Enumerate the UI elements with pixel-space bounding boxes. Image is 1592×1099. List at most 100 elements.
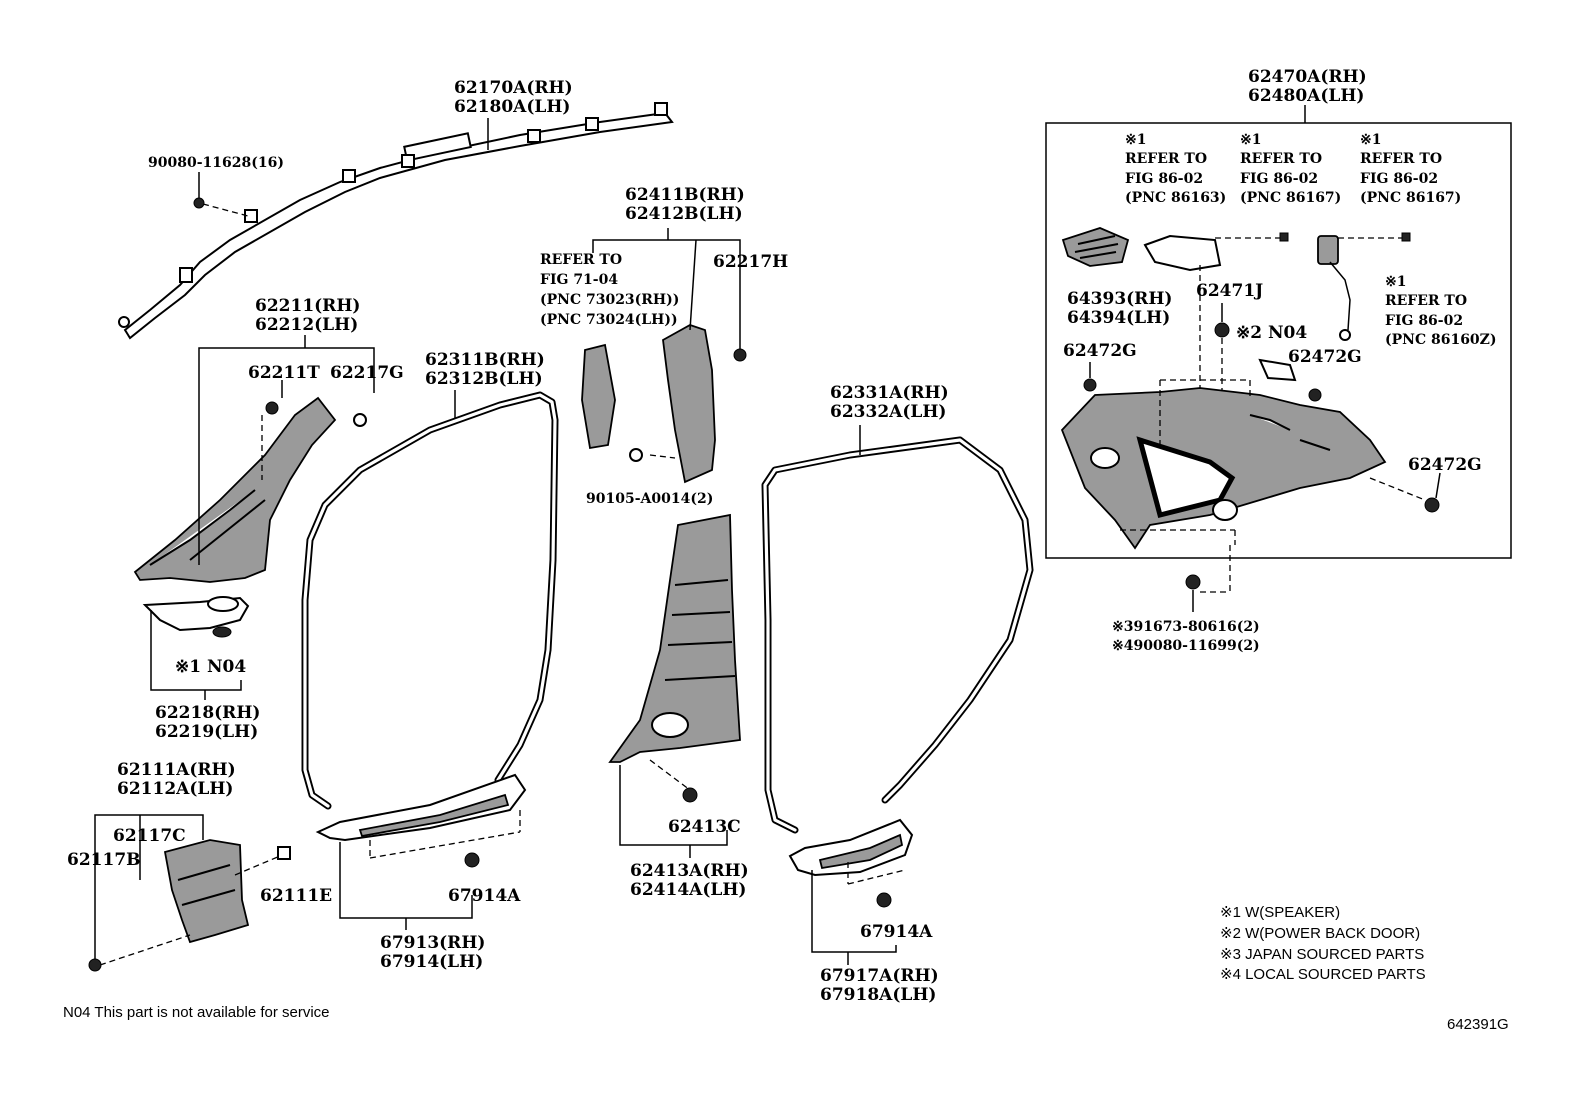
part-67913-scuff-plate bbox=[315, 773, 527, 842]
legend-item-1: ※1 W(SPEAKER) bbox=[1220, 904, 1340, 921]
label-62180a: 62180A(LH) bbox=[454, 97, 570, 117]
ref-86163-l1: ※1 bbox=[1125, 132, 1146, 148]
label-62471j: 62471J bbox=[1196, 281, 1263, 301]
part-62311b-door-weatherstrip bbox=[301, 391, 559, 810]
label-62331a: 62331A(RH) bbox=[830, 383, 949, 403]
part-67917a-rear-scuff-plate bbox=[788, 818, 914, 877]
label-62411b: 62411B(RH) bbox=[625, 185, 745, 205]
label-64394: 64394(LH) bbox=[1067, 308, 1170, 328]
ref-71-04-l1: REFER TO bbox=[540, 252, 622, 268]
label-62471j-note: ※2 N04 bbox=[1236, 323, 1307, 343]
connector-icon bbox=[1279, 232, 1289, 242]
ref-86167b-l3: FIG 86-02 bbox=[1360, 171, 1438, 187]
ref-86160z-l1: ※1 bbox=[1385, 274, 1406, 290]
label-67913: 67913(RH) bbox=[380, 933, 485, 953]
legend-item-2: ※2 W(POWER BACK DOOR) bbox=[1220, 925, 1420, 942]
label-62217g: 62217G bbox=[330, 363, 404, 383]
label-62332a: 62332A(LH) bbox=[830, 402, 946, 422]
clip-62217h-icon bbox=[733, 348, 747, 362]
part-speaker-housing bbox=[1143, 234, 1222, 272]
label-90080-11699: ※490080-11699(2) bbox=[1112, 638, 1260, 654]
footnote: N04 This part is not available for servi… bbox=[63, 1004, 330, 1021]
ref-86163-l3: FIG 86-02 bbox=[1125, 171, 1203, 187]
bolt-90105-icon bbox=[629, 448, 643, 462]
clip-62472g-3-icon bbox=[1424, 497, 1440, 513]
label-67914a-2: 67914A bbox=[860, 922, 933, 942]
label-67914a-1: 67914A bbox=[448, 886, 521, 906]
part-62218-speaker-cover bbox=[142, 596, 250, 638]
label-62480a: 62480A(LH) bbox=[1248, 86, 1364, 106]
ref-86167a-l2: REFER TO bbox=[1240, 151, 1322, 167]
clip-62471j-icon bbox=[1214, 322, 1230, 338]
bolt-91673-icon bbox=[1185, 574, 1201, 590]
label-62112a: 62112A(LH) bbox=[117, 779, 233, 799]
ref-86167a-l1: ※1 bbox=[1240, 132, 1261, 148]
label-90080-11628: 90080-11628(16) bbox=[148, 155, 284, 171]
label-62412b: 62412B(LH) bbox=[625, 204, 743, 224]
label-62111a: 62111A(RH) bbox=[117, 760, 236, 780]
label-67914: 67914(LH) bbox=[380, 952, 483, 972]
legend-item-4: ※4 LOCAL SOURCED PARTS bbox=[1220, 966, 1426, 983]
label-62472g-2: 62472G bbox=[1288, 347, 1362, 367]
label-64393: 64393(RH) bbox=[1067, 289, 1172, 309]
ref-71-04-l2: FIG 71-04 bbox=[540, 272, 618, 288]
part-62170a-curtain-airbag bbox=[118, 102, 674, 340]
label-62311b: 62311B(RH) bbox=[425, 350, 545, 370]
label-62211t: 62211T bbox=[248, 363, 320, 383]
clip-icon bbox=[193, 197, 205, 209]
figure-id: 642391G bbox=[1447, 1016, 1509, 1033]
part-62211-front-pillar-garnish bbox=[133, 396, 337, 583]
label-62470a: 62470A(RH) bbox=[1248, 67, 1367, 87]
label-62218: 62218(RH) bbox=[155, 703, 260, 723]
label-62312b: 62312B(LH) bbox=[425, 369, 543, 389]
ref-86167a-l4: (PNC 86167) bbox=[1240, 190, 1341, 206]
label-62212: 62212(LH) bbox=[255, 315, 358, 335]
ref-86163-l2: REFER TO bbox=[1125, 151, 1207, 167]
label-62219: 62219(LH) bbox=[155, 722, 258, 742]
legend-item-3: ※3 JAPAN SOURCED PARTS bbox=[1220, 946, 1424, 963]
label-67918a: 67918A(LH) bbox=[820, 985, 936, 1005]
ref-86167b-l2: REFER TO bbox=[1360, 151, 1442, 167]
label-62170a: 62170A(RH) bbox=[454, 78, 573, 98]
ref-86163-l4: (PNC 86163) bbox=[1125, 190, 1226, 206]
ref-86160z-l2: REFER TO bbox=[1385, 293, 1467, 309]
clip-62117b-icon bbox=[88, 958, 102, 972]
clip-62217g-icon bbox=[353, 413, 367, 427]
label-62117c: 62117C bbox=[113, 826, 186, 846]
part-62111a-cowl-side-trim bbox=[163, 839, 250, 944]
clip-62111e-icon bbox=[277, 846, 291, 860]
clip-62472g-1-icon bbox=[1083, 378, 1097, 392]
part-62331a-rear-door-weatherstrip bbox=[761, 436, 1034, 834]
part-wire-harness bbox=[1317, 235, 1351, 341]
ref-71-04-l4: (PNC 73024(LH)) bbox=[540, 312, 678, 328]
clip-62472g-2-icon bbox=[1308, 388, 1322, 402]
label-62413c: 62413C bbox=[668, 817, 741, 837]
label-62111e: 62111E bbox=[260, 886, 332, 906]
ref-86167b-l1: ※1 bbox=[1360, 132, 1381, 148]
label-62472g-3: 62472G bbox=[1408, 455, 1482, 475]
connector-2-icon bbox=[1401, 232, 1411, 242]
clip-67914a-icon bbox=[464, 852, 480, 868]
label-62217h: 62217H bbox=[713, 252, 788, 272]
label-62211: 62211(RH) bbox=[255, 296, 360, 316]
label-91673: ※391673-80616(2) bbox=[1112, 619, 1260, 635]
label-62413a: 62413A(RH) bbox=[630, 861, 749, 881]
ref-86167a-l3: FIG 86-02 bbox=[1240, 171, 1318, 187]
clip-62413c-icon bbox=[682, 787, 698, 803]
clip-67914a-2-icon bbox=[876, 892, 892, 908]
ref-86160z-l4: (PNC 86160Z) bbox=[1385, 332, 1497, 348]
label-67917a: 67917A(RH) bbox=[820, 966, 939, 986]
ref-86167b-l4: (PNC 86167) bbox=[1360, 190, 1461, 206]
part-62470a-quarter-trim bbox=[1060, 358, 1387, 550]
clip-62211t-icon bbox=[265, 401, 279, 415]
group-box-62470a bbox=[1045, 122, 1512, 559]
part-64393-speaker-grille bbox=[1061, 227, 1130, 267]
part-62411b-center-pillar-upper bbox=[581, 324, 716, 484]
ref-71-04-l3: (PNC 73023(RH)) bbox=[540, 292, 679, 308]
label-62414a: 62414A(LH) bbox=[630, 880, 746, 900]
label-90105: 90105-A0014(2) bbox=[586, 491, 713, 507]
ref-86160z-l3: FIG 86-02 bbox=[1385, 313, 1463, 329]
label-62218-note: ※1 N04 bbox=[175, 657, 246, 677]
part-62413a-center-pillar-lower bbox=[608, 513, 741, 763]
